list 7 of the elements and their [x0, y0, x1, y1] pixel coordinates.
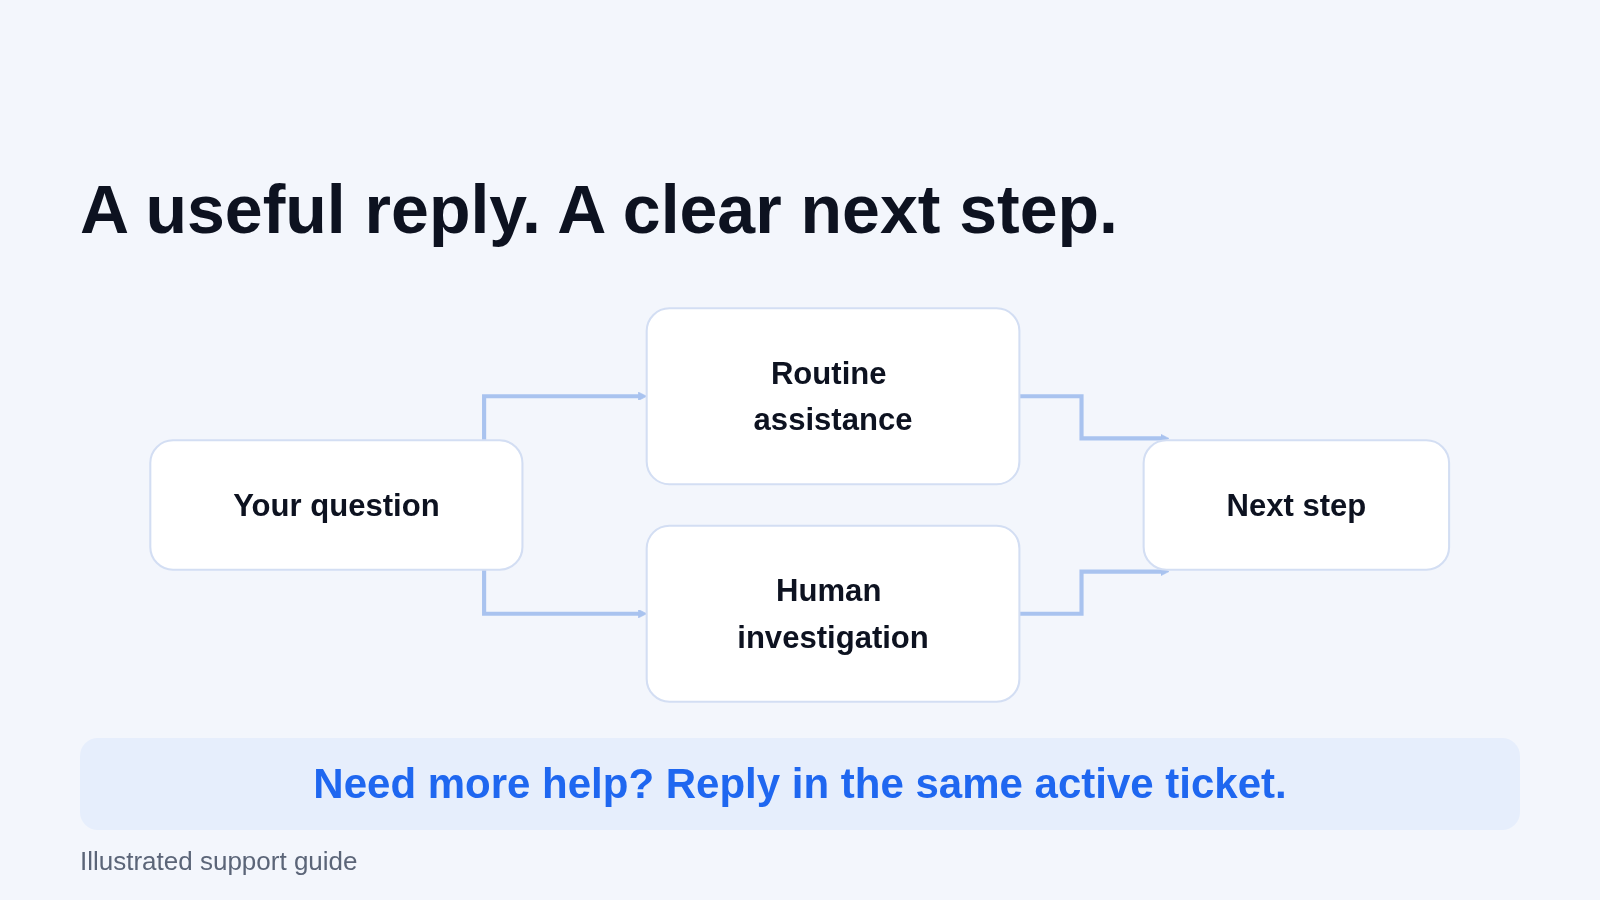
node-box: Next step: [1142, 439, 1451, 571]
caption: Illustrated support guide: [80, 846, 358, 877]
note-text: Need more help? Reply in the same active ticket.: [313, 760, 1287, 808]
node-box: Human investigation: [645, 524, 1021, 703]
node-box: Your question: [149, 439, 524, 571]
node-box: Routine assistance: [645, 307, 1021, 486]
title: A useful reply. A clear next step.: [80, 170, 1118, 248]
